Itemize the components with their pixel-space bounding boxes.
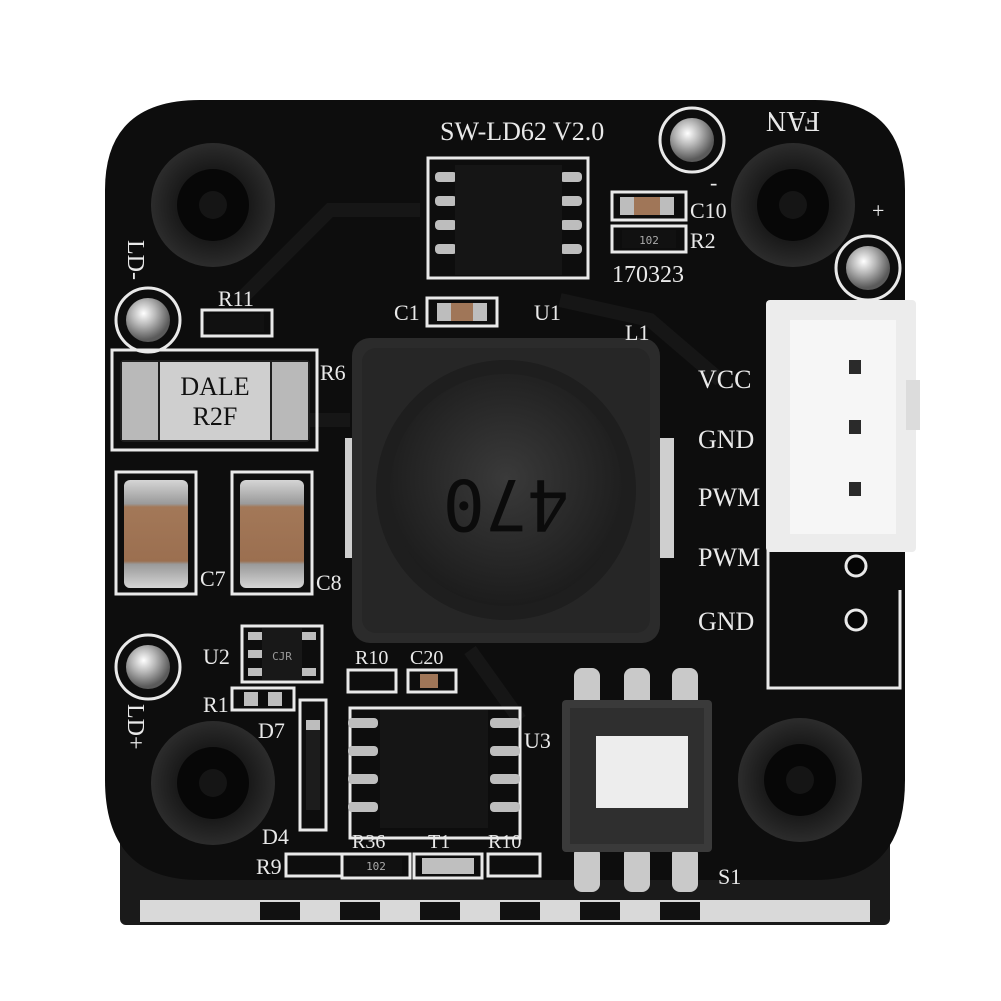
smd-r11 bbox=[200, 308, 274, 338]
solder-pad-ld-minus bbox=[114, 286, 182, 354]
board-title: SW-LD62 V2.0 bbox=[440, 117, 604, 146]
label-r10: R10 bbox=[488, 831, 521, 853]
label-u3: U3 bbox=[524, 728, 551, 753]
label-gnd-1: GND bbox=[698, 425, 754, 454]
label-c20: C20 bbox=[410, 647, 443, 669]
smd-bottom-row: 102 bbox=[284, 852, 542, 880]
label-r1: R1 bbox=[203, 692, 229, 717]
label-r2: R2 bbox=[690, 228, 716, 253]
label-s1: S1 bbox=[718, 864, 741, 889]
fan-hole-2 bbox=[844, 608, 868, 632]
label-ld-minus: LD- bbox=[122, 240, 148, 280]
label-c10: C10 bbox=[690, 198, 727, 223]
r36-marking: 102 bbox=[366, 860, 386, 873]
fan-connector bbox=[766, 300, 920, 690]
label-r16: R10 bbox=[355, 647, 388, 669]
ic-u3 bbox=[348, 706, 522, 840]
label-c7: C7 bbox=[200, 566, 226, 591]
mount-hole-top-left bbox=[151, 143, 275, 267]
smd-c1 bbox=[425, 296, 499, 328]
mount-hole-bottom-right bbox=[738, 718, 862, 842]
label-t1: T1 bbox=[428, 831, 450, 853]
ic-u2: CJR bbox=[240, 624, 324, 684]
label-u2: U2 bbox=[203, 644, 230, 669]
r2-marking: 102 bbox=[639, 234, 659, 247]
mount-hole-top-right bbox=[731, 143, 855, 267]
smd-c10 bbox=[610, 190, 688, 222]
underside-slots bbox=[260, 902, 700, 920]
resistor-brand: DALE bbox=[180, 372, 249, 401]
ic-u2-marking: CJR bbox=[272, 650, 292, 663]
label-d7: D7 bbox=[258, 718, 285, 743]
mount-hole-bottom-left bbox=[151, 721, 275, 845]
solder-pad-fan bbox=[658, 106, 726, 174]
capacitor-c8 bbox=[230, 470, 314, 596]
label-pwm-1: PWM bbox=[698, 483, 760, 512]
switch-s1[interactable] bbox=[562, 668, 712, 892]
date-code: 170323 bbox=[612, 262, 684, 288]
inductor-marking: 470 bbox=[443, 463, 569, 545]
label-c8: C8 bbox=[316, 570, 342, 595]
smd-r1 bbox=[230, 686, 296, 712]
label-fan: FAN bbox=[766, 105, 820, 136]
label-r9: R9 bbox=[256, 854, 282, 879]
label-pwm-2: PWM bbox=[698, 543, 760, 572]
label-c1: C1 bbox=[394, 300, 420, 325]
fan-hole-1 bbox=[844, 554, 868, 578]
resistor-value: R2F bbox=[193, 402, 238, 431]
label-u1: U1 bbox=[534, 300, 561, 325]
ic-u1 bbox=[426, 156, 590, 280]
label-ld-plus: LD+ bbox=[122, 704, 148, 750]
capacitor-c7 bbox=[114, 470, 198, 596]
label-vcc: VCC bbox=[698, 365, 751, 394]
label-r11: R11 bbox=[218, 286, 254, 311]
shunt-resistor-r6: DALE R2F bbox=[110, 348, 319, 452]
switch-button[interactable] bbox=[596, 736, 688, 808]
label-d4: D4 bbox=[262, 824, 289, 849]
solder-pad-ld-plus bbox=[114, 633, 182, 701]
label-l1: L1 bbox=[625, 320, 649, 345]
label-gnd-2: GND bbox=[698, 607, 754, 636]
label-minus: - bbox=[710, 170, 717, 195]
label-r36: R36 bbox=[352, 831, 385, 853]
label-plus: + bbox=[872, 198, 884, 223]
diode-d7 bbox=[298, 698, 328, 832]
label-r6: R6 bbox=[320, 360, 346, 385]
smd-r2: 102 bbox=[610, 224, 688, 254]
silkscreen-labels: SW-LD62 V2.0 170323 FAN + - LD- LD+ VCC … bbox=[122, 105, 884, 889]
smd-r16-c20 bbox=[346, 668, 458, 694]
inductor-l1: 470 bbox=[345, 338, 674, 643]
